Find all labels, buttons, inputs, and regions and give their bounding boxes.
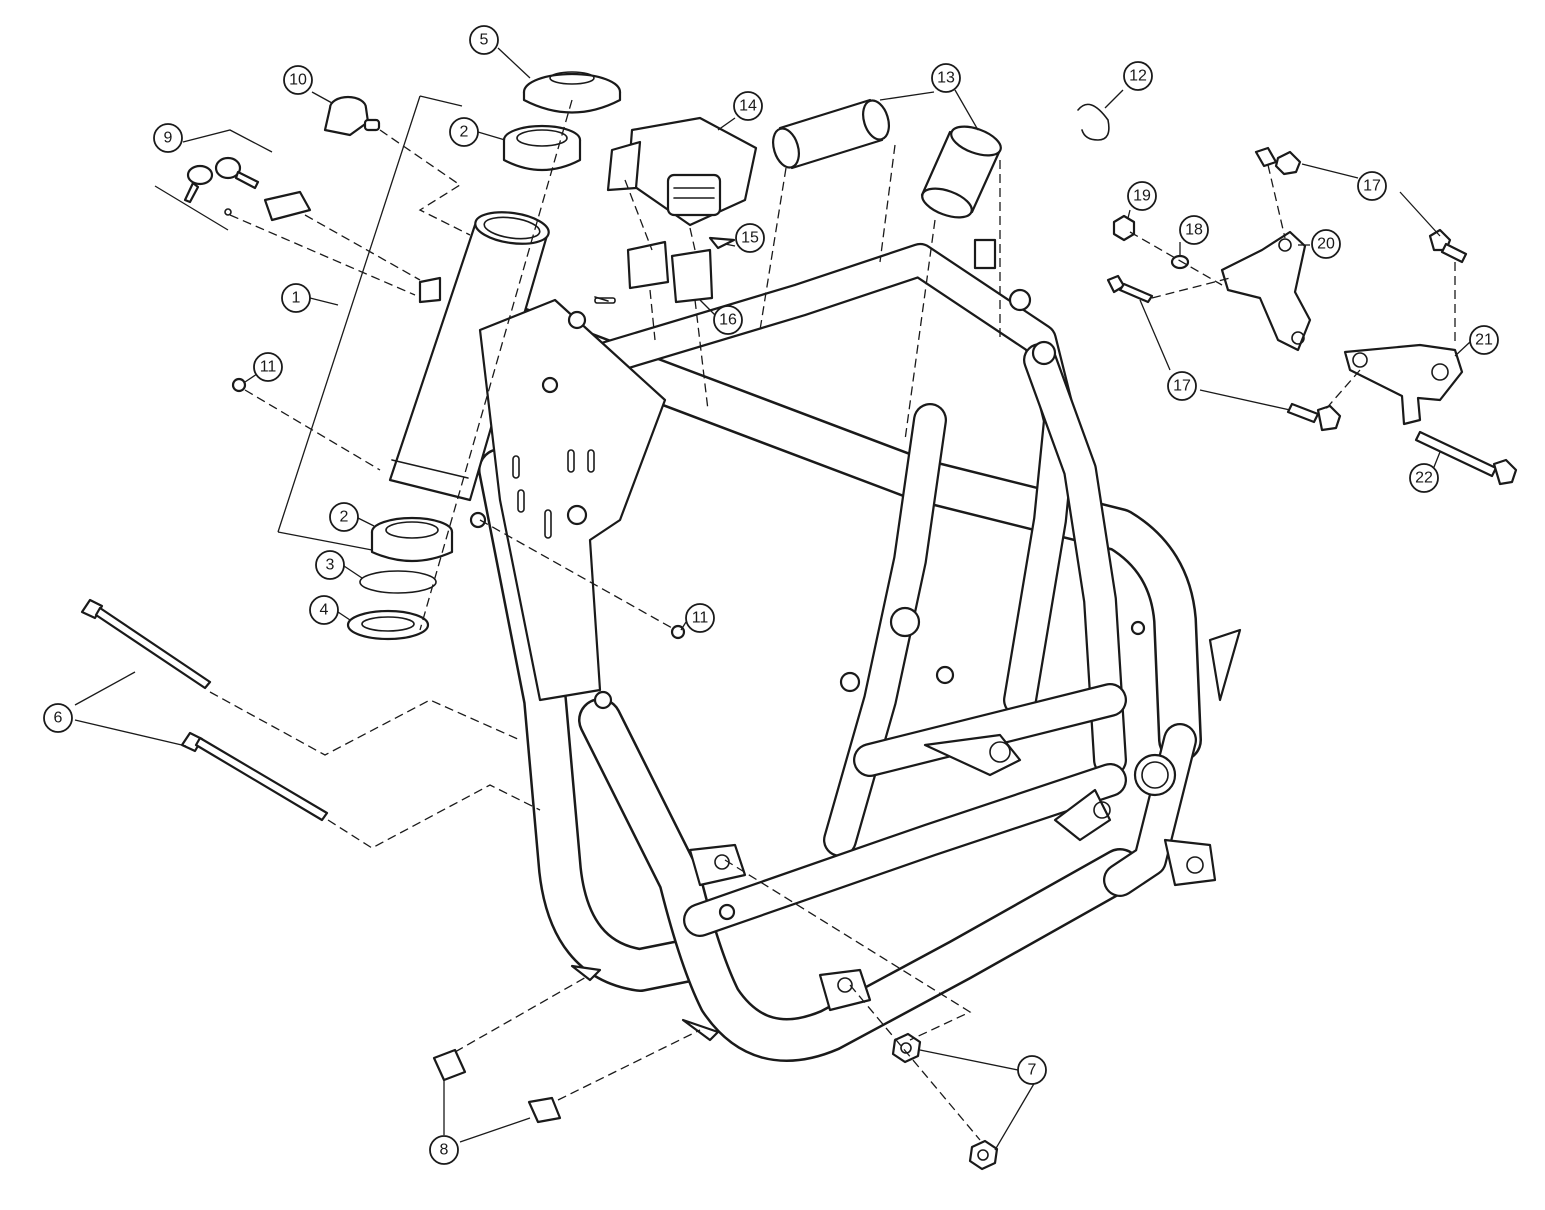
svg-text:2: 2	[340, 509, 349, 526]
callout-8: 8	[429, 1135, 459, 1165]
svg-text:17: 17	[1363, 178, 1381, 195]
svg-text:14: 14	[739, 98, 757, 115]
part-19-nut	[1112, 214, 1136, 242]
part-15-pad	[708, 236, 736, 250]
callout-9: 9	[153, 123, 183, 153]
svg-text:20: 20	[1317, 236, 1335, 253]
callout-2-upper: 2	[449, 117, 479, 147]
callouts: 1 2 2 3 4 5 6 7	[43, 25, 1499, 1165]
callout-15: 15	[735, 223, 765, 253]
part-17-bolt-left	[1106, 274, 1154, 304]
part-13-sleeves	[772, 98, 1002, 219]
svg-text:8: 8	[440, 1142, 449, 1159]
callout-18: 18	[1179, 215, 1209, 245]
part-5-dust-seal	[522, 71, 622, 114]
callout-22: 22	[1409, 463, 1439, 493]
callout-16: 16	[713, 305, 743, 335]
svg-text:16: 16	[719, 312, 737, 329]
svg-text:11: 11	[260, 359, 277, 376]
part-17-bolt-right	[1428, 228, 1468, 264]
part-9-keys	[183, 156, 312, 222]
part-18-washer	[1170, 254, 1190, 270]
part-11-bolt-upper	[231, 377, 247, 393]
frame	[388, 211, 1242, 1062]
callout-21: 21	[1469, 325, 1499, 355]
part-2-lower-bearing	[370, 516, 454, 563]
part-8-clips	[432, 964, 720, 1124]
callout-6: 6	[43, 703, 73, 733]
callout-2-lower: 2	[329, 502, 359, 532]
svg-text:1: 1	[292, 290, 301, 307]
svg-text:2: 2	[460, 124, 469, 141]
callout-17-upper: 17	[1357, 171, 1387, 201]
callout-11-upper: 11	[253, 352, 283, 382]
callout-3: 3	[315, 550, 345, 580]
callout-19: 19	[1127, 181, 1157, 211]
callout-14: 14	[733, 91, 763, 121]
svg-text:10: 10	[289, 72, 307, 89]
svg-text:18: 18	[1185, 222, 1203, 239]
svg-text:9: 9	[164, 130, 173, 147]
callout-20: 20	[1311, 229, 1341, 259]
svg-text:21: 21	[1475, 332, 1493, 349]
svg-text:7: 7	[1028, 1062, 1037, 1079]
part-22-bolt	[1414, 430, 1518, 486]
svg-text:17: 17	[1173, 378, 1191, 395]
part-16-foam-pads	[626, 240, 714, 304]
part-2-upper-bearing	[502, 124, 582, 172]
svg-text:11: 11	[692, 610, 709, 627]
callout-12: 12	[1123, 61, 1153, 91]
part-10-clamp	[323, 95, 381, 137]
callout-11-lower: 11	[685, 603, 715, 633]
part-12-cable-tie	[1077, 103, 1110, 141]
svg-text:15: 15	[741, 230, 759, 247]
part-14-control-unit	[606, 116, 758, 227]
callout-17-lower: 17	[1167, 371, 1197, 401]
callout-7: 7	[1017, 1055, 1047, 1085]
callout-5: 5	[469, 25, 499, 55]
svg-text:6: 6	[54, 710, 63, 727]
callout-13: 13	[931, 63, 961, 93]
callout-10: 10	[283, 65, 313, 95]
svg-text:5: 5	[480, 32, 489, 49]
part-3-o-ring	[359, 570, 437, 594]
callout-4: 4	[309, 595, 339, 625]
part-17-bolt-lower	[1286, 402, 1342, 432]
part-20-bracket	[1220, 230, 1312, 352]
svg-text:4: 4	[320, 602, 329, 619]
svg-text:19: 19	[1133, 188, 1151, 205]
dashed-guide-lines	[209, 99, 1456, 1141]
part-4-lower-seal	[346, 609, 430, 641]
part-17-bolt-top	[1254, 146, 1302, 176]
part-21-bracket	[1343, 343, 1464, 426]
svg-text:13: 13	[937, 70, 955, 87]
svg-text:22: 22	[1415, 470, 1433, 487]
part-6-bolts	[80, 598, 329, 822]
part-7-nuts	[891, 1032, 999, 1171]
svg-text:3: 3	[326, 557, 335, 574]
svg-text:12: 12	[1129, 68, 1147, 85]
callout-1: 1	[281, 283, 311, 313]
